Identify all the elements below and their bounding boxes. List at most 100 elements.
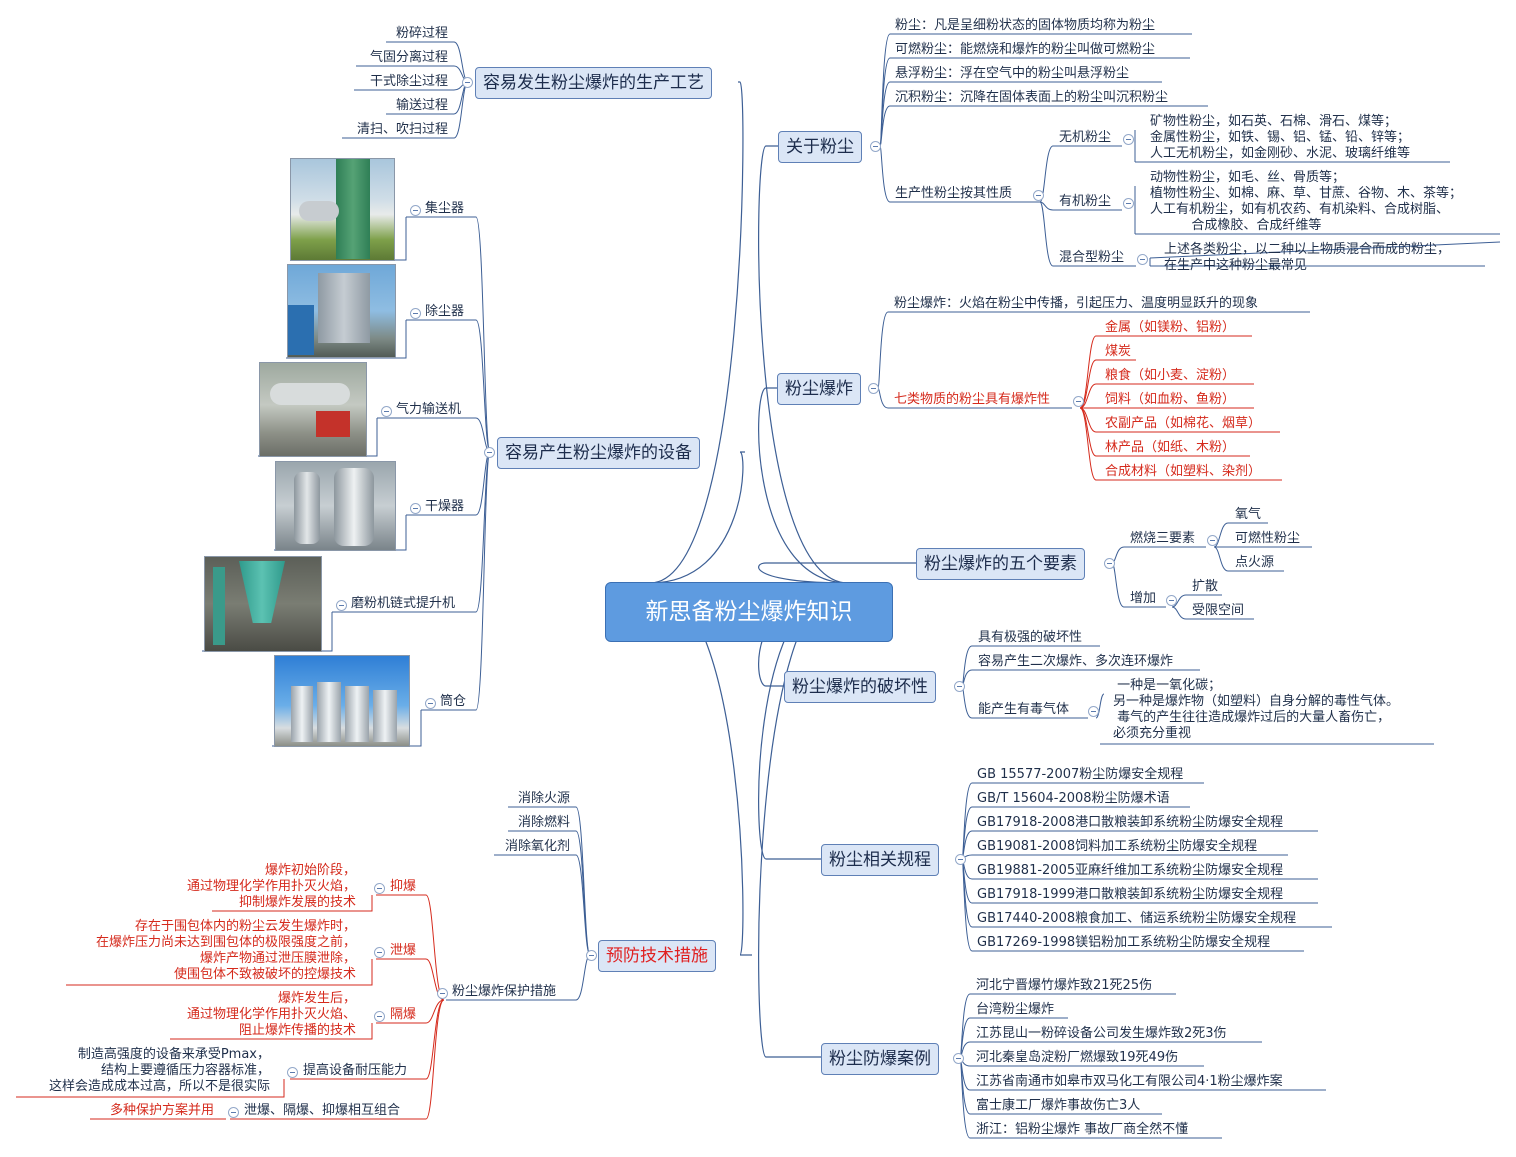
- explosive-substance[interactable]: 饲料（如血粉、鱼粉）: [1105, 392, 1236, 407]
- collapse-toggle-icon[interactable]: [1137, 254, 1148, 265]
- collapse-toggle-icon[interactable]: [228, 1107, 239, 1118]
- collapse-toggle-icon[interactable]: [1123, 134, 1134, 145]
- combustion-element[interactable]: 点火源: [1235, 555, 1275, 570]
- regulation-item[interactable]: GB 15577-2007粉尘防爆安全规程: [977, 767, 1184, 782]
- explosive-substance[interactable]: 粮食（如小麦、淀粉）: [1105, 368, 1236, 383]
- added-elements[interactable]: 增加: [1130, 591, 1157, 606]
- explosive-substance[interactable]: 煤炭: [1105, 344, 1132, 359]
- topic-prevention[interactable]: 预防技术措施: [598, 940, 716, 972]
- collapse-toggle-icon[interactable]: [484, 447, 495, 458]
- collapse-toggle-icon[interactable]: [953, 1053, 964, 1064]
- explosion-isolation[interactable]: 隔爆: [390, 1007, 417, 1022]
- collapse-toggle-icon[interactable]: [287, 1067, 298, 1078]
- regulation-item[interactable]: GB/T 15604-2008粉尘防爆术语: [977, 791, 1170, 806]
- process-item[interactable]: 粉碎过程: [395, 26, 448, 41]
- added-element[interactable]: 扩散: [1192, 579, 1219, 594]
- collapse-toggle-icon[interactable]: [425, 698, 436, 709]
- combined-protection[interactable]: 泄爆、隔爆、抑爆相互组合: [244, 1103, 401, 1118]
- equipment-label[interactable]: 磨粉机链式提升机: [351, 596, 456, 611]
- explosive-substance[interactable]: 合成材料（如塑料、染剂）: [1105, 464, 1262, 479]
- regulation-item[interactable]: GB19081-2008饲料加工系统粉尘防爆安全规程: [977, 839, 1258, 854]
- topic-five-elements[interactable]: 粉尘爆炸的五个要素: [916, 548, 1085, 580]
- collapse-toggle-icon[interactable]: [1073, 396, 1084, 407]
- protection-measures[interactable]: 粉尘爆炸保护措施: [452, 984, 557, 999]
- combustion-elements[interactable]: 燃烧三要素: [1130, 531, 1196, 546]
- collapse-toggle-icon[interactable]: [1088, 706, 1099, 717]
- process-item[interactable]: 输送过程: [395, 98, 448, 113]
- collapse-toggle-icon[interactable]: [374, 883, 385, 894]
- about-dust-item[interactable]: 粉尘：凡是呈细粉状态的固体物质均称为粉尘: [895, 18, 1156, 33]
- case-item[interactable]: 江苏昆山一粉碎设备公司发生爆炸致2死3伤: [976, 1026, 1227, 1041]
- case-item[interactable]: 浙江：铝粉尘爆炸 事故厂商全然不懂: [976, 1122, 1189, 1137]
- venting-detail[interactable]: 存在于围包体内的粉尘云发生爆炸时， 在爆炸压力尚未达到围包体的极限强度之前， 爆…: [95, 919, 356, 982]
- explosive-substance[interactable]: 金属（如镁粉、铝粉）: [1105, 320, 1236, 335]
- equipment-label[interactable]: 筒仓: [440, 694, 467, 709]
- collapse-toggle-icon[interactable]: [954, 681, 965, 692]
- explosion-definition[interactable]: 粉尘爆炸：火焰在粉尘中传播，引起压力、温度明显跃升的现象: [894, 296, 1259, 311]
- combustion-element[interactable]: 氧气: [1235, 507, 1262, 522]
- collapse-toggle-icon[interactable]: [437, 988, 448, 999]
- collapse-toggle-icon[interactable]: [1033, 190, 1044, 201]
- collapse-toggle-icon[interactable]: [381, 406, 392, 417]
- prevention-item[interactable]: 消除燃料: [517, 815, 570, 830]
- collapse-toggle-icon[interactable]: [336, 600, 347, 611]
- prevention-item[interactable]: 消除氧化剂: [504, 839, 570, 854]
- regulation-item[interactable]: GB17440-2008粮食加工、储运系统粉尘防爆安全规程: [977, 911, 1297, 926]
- collapse-toggle-icon[interactable]: [868, 383, 879, 394]
- collapse-toggle-icon[interactable]: [410, 205, 421, 216]
- collapse-toggle-icon[interactable]: [1207, 535, 1218, 546]
- process-item[interactable]: 清扫、吹扫过程: [356, 122, 448, 137]
- collapse-toggle-icon[interactable]: [586, 950, 597, 961]
- equipment-label[interactable]: 集尘器: [425, 201, 465, 216]
- regulation-item[interactable]: GB17269-1998镁铝粉加工系统粉尘防爆安全规程: [977, 935, 1271, 950]
- inorganic-dust[interactable]: 无机粉尘: [1059, 130, 1112, 145]
- regulation-item[interactable]: GB17918-2008港口散粮装卸系统粉尘防爆安全规程: [977, 815, 1284, 830]
- combined-protection-detail[interactable]: 多种保护方案并用: [109, 1103, 214, 1118]
- topic-destructiveness[interactable]: 粉尘爆炸的破坏性: [784, 671, 936, 703]
- about-dust-item[interactable]: 沉积粉尘：沉降在固体表面上的粉尘叫沉积粉尘: [895, 90, 1169, 105]
- pressure-resistance[interactable]: 提高设备耐压能力: [303, 1063, 408, 1078]
- explosive-substance[interactable]: 农副产品（如棉花、烟草）: [1105, 416, 1262, 431]
- mixed-dust-detail[interactable]: 上述各类粉尘，以二种以上物质混合而成的粉尘， 在生产中这种粉尘最常见: [1164, 242, 1451, 273]
- collapse-toggle-icon[interactable]: [1104, 558, 1115, 569]
- case-item[interactable]: 台湾粉尘爆炸: [976, 1002, 1055, 1017]
- topic-regulations[interactable]: 粉尘相关规程: [821, 844, 939, 876]
- suppression-detail[interactable]: 爆炸初始阶段， 通过物理化学作用扑灭火焰， 抑制爆炸发展的技术: [186, 863, 356, 910]
- about-dust-item[interactable]: 可燃粉尘：能燃烧和爆炸的粉尘叫做可燃粉尘: [895, 42, 1156, 57]
- equipment-label[interactable]: 除尘器: [425, 304, 465, 319]
- explosive-substance[interactable]: 林产品（如纸、木粉）: [1105, 440, 1236, 455]
- organic-dust-detail[interactable]: 动物性粉尘，如毛、丝、骨质等； 植物性粉尘、如棉、麻、草、甘蔗、谷物、木、茶等；…: [1150, 170, 1463, 233]
- topic-dust-explosion[interactable]: 粉尘爆炸: [777, 373, 861, 405]
- toxic-gas-detail[interactable]: 一种是一氧化碳； 另一种是爆炸物（如塑料）自身分解的毒性气体。 毒气的产生往往造…: [1113, 678, 1400, 741]
- seven-substances[interactable]: 七类物质的粉尘具有爆炸性: [894, 392, 1051, 407]
- equipment-label[interactable]: 干燥器: [425, 499, 465, 514]
- collapse-toggle-icon[interactable]: [1123, 198, 1134, 209]
- pressure-resistance-detail[interactable]: 制造高强度的设备来承受Pmax， 结构上要遵循压力容器标准， 这样会造成成本过高…: [48, 1047, 270, 1094]
- process-item[interactable]: 干式除尘过程: [369, 74, 448, 89]
- topic-cases[interactable]: 粉尘防爆案例: [821, 1043, 939, 1075]
- collapse-toggle-icon[interactable]: [374, 947, 385, 958]
- destructiveness-item[interactable]: 容易产生二次爆炸、多次连环爆炸: [978, 654, 1174, 669]
- about-dust-item[interactable]: 悬浮粉尘：浮在空气中的粉尘叫悬浮粉尘: [895, 66, 1130, 81]
- explosion-suppression[interactable]: 抑爆: [390, 879, 417, 894]
- collapse-toggle-icon[interactable]: [870, 141, 881, 152]
- added-element[interactable]: 受限空间: [1192, 603, 1245, 618]
- explosion-venting[interactable]: 泄爆: [390, 943, 417, 958]
- topic-equipment[interactable]: 容易产生粉尘爆炸的设备: [497, 437, 700, 469]
- collapse-toggle-icon[interactable]: [410, 503, 421, 514]
- topic-about-dust[interactable]: 关于粉尘: [778, 131, 862, 163]
- central-topic[interactable]: 新思备粉尘爆炸知识: [605, 582, 893, 642]
- case-item[interactable]: 富士康工厂爆炸事故伤亡3人: [976, 1098, 1141, 1113]
- collapse-toggle-icon[interactable]: [1166, 595, 1177, 606]
- organic-dust[interactable]: 有机粉尘: [1059, 194, 1112, 209]
- topic-processes[interactable]: 容易发生粉尘爆炸的生产工艺: [475, 67, 712, 99]
- collapse-toggle-icon[interactable]: [955, 854, 966, 865]
- prevention-item[interactable]: 消除火源: [517, 791, 570, 806]
- toxic-gas[interactable]: 能产生有毒气体: [978, 702, 1070, 717]
- dust-by-nature[interactable]: 生产性粉尘按其性质: [895, 186, 1013, 201]
- destructiveness-item[interactable]: 具有极强的破坏性: [978, 630, 1083, 645]
- combustion-element[interactable]: 可燃性粉尘: [1235, 531, 1301, 546]
- isolation-detail[interactable]: 爆炸发生后， 通过物理化学作用扑灭火焰、 阻止爆炸传播的技术: [186, 991, 356, 1038]
- collapse-toggle-icon[interactable]: [410, 308, 421, 319]
- equipment-label[interactable]: 气力输送机: [396, 402, 462, 417]
